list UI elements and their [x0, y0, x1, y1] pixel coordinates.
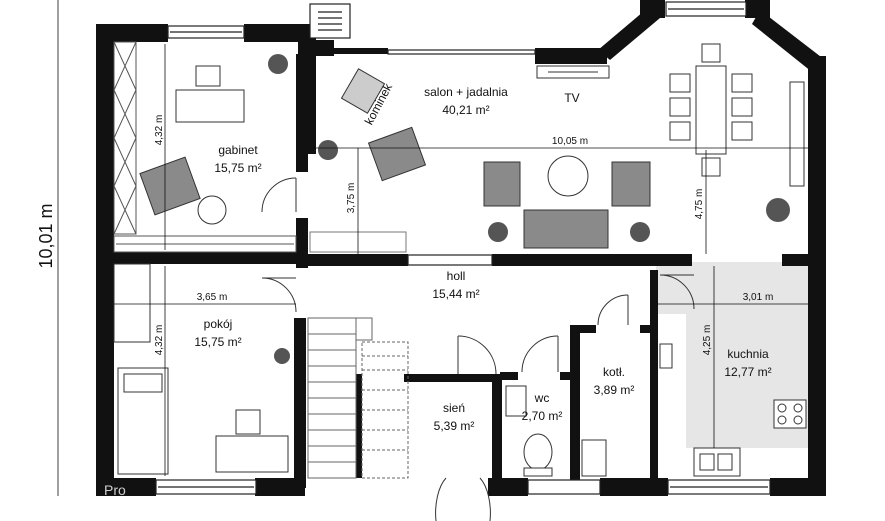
- gabinet-area: 15,75 m²: [214, 161, 261, 175]
- sien-name: sień: [443, 401, 465, 415]
- watermark: Pro: [104, 482, 126, 498]
- windows: [155, 1, 771, 495]
- pokoj-name: pokój: [204, 317, 233, 331]
- kotl-name: kotł.: [603, 365, 625, 379]
- wc-area: 2,70 m²: [522, 409, 563, 423]
- sien-area: 5,39 m²: [434, 419, 475, 433]
- kotl-area: 3,89 m²: [594, 383, 635, 397]
- kuchnia-width-label: 3,01 m: [743, 292, 774, 303]
- holl-name: holl: [447, 269, 466, 283]
- wardrobe: [113, 41, 297, 253]
- doors: [261, 177, 695, 521]
- pokoj-height-label: 4,32 m: [154, 325, 165, 356]
- wc-name: wc: [534, 391, 550, 405]
- kitchen-floor: [656, 262, 808, 314]
- kuchnia-area: 12,77 m²: [724, 365, 771, 379]
- dimension-lines: [57, 0, 808, 496]
- tv-label: TV: [564, 91, 579, 105]
- furniture: [113, 43, 807, 477]
- salon-depth-left-label: 3,75 m: [346, 183, 357, 214]
- kuchnia-height-label: 4,25 m: [702, 325, 713, 356]
- salon-depth-right-label: 4,75 m: [694, 189, 705, 220]
- kuchnia-name: kuchnia: [727, 347, 769, 361]
- gabinet-name: gabinet: [218, 143, 258, 157]
- salon-name: salon + jadalnia: [424, 85, 508, 99]
- pokoj-width-label: 3,65 m: [197, 292, 228, 303]
- overall-dimension-label: 10,01 m: [36, 203, 56, 268]
- pokoj-area: 15,75 m²: [194, 335, 241, 349]
- salon-width-label: 10,05 m: [552, 136, 588, 147]
- gabinet-height-label: 4,32 m: [154, 115, 165, 146]
- walls: [96, 0, 826, 496]
- staircase: [307, 317, 409, 479]
- salon-area: 40,21 m²: [442, 103, 489, 117]
- holl-area: 15,44 m²: [432, 287, 479, 301]
- plants: [268, 54, 790, 364]
